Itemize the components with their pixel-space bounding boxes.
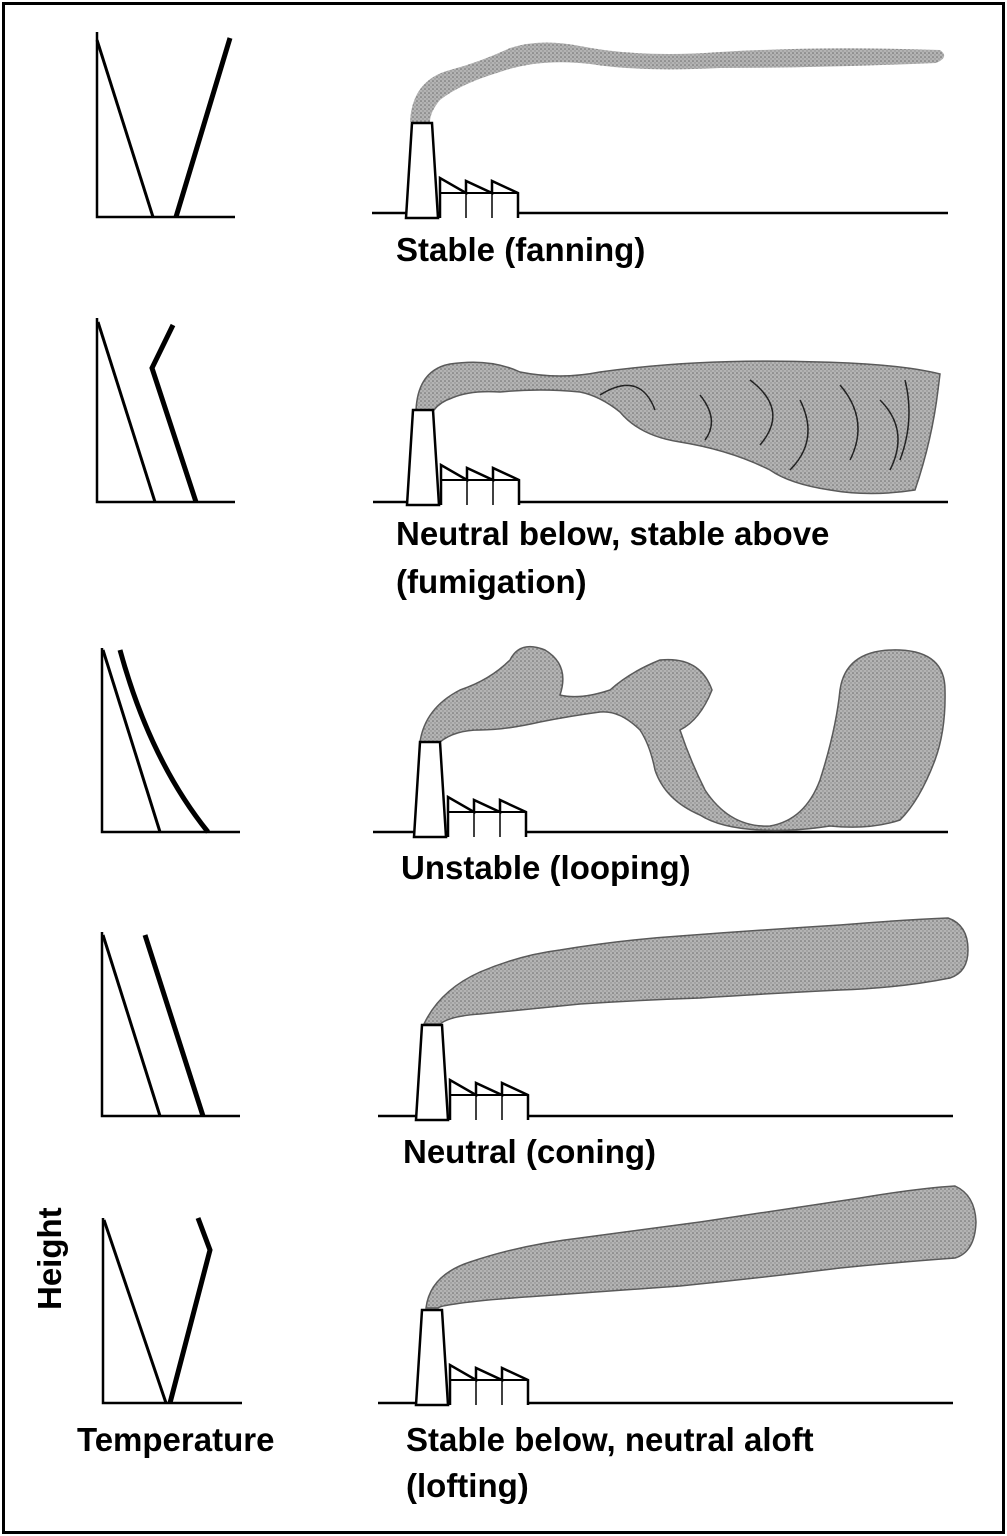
factory-icon [416, 1310, 528, 1405]
factory-icon [416, 1025, 528, 1120]
row-3-label: Unstable (looping) [401, 848, 691, 888]
temperature-axis-label: Temperature [77, 1420, 274, 1460]
row-3-profile [102, 648, 240, 832]
factory-icon [406, 123, 518, 218]
plume [424, 918, 968, 1024]
row-1-label: Stable (fanning) [396, 230, 645, 270]
plume [410, 42, 944, 122]
row-4-profile [102, 932, 240, 1116]
factory-icon [414, 742, 526, 837]
row-5-scene [378, 1186, 976, 1405]
row-5-profile [103, 1218, 242, 1403]
row-3-scene [373, 647, 948, 837]
row-2-label-line-1: Neutral below, stable above [396, 514, 829, 554]
row-2-scene [373, 361, 948, 505]
row-1-scene [372, 42, 948, 218]
row-5-label-line-2: (lofting) [406, 1466, 529, 1506]
row-2-label-line-2: (fumigation) [396, 562, 587, 602]
row-1-profile [97, 32, 235, 217]
height-axis-label: Height [30, 1190, 70, 1310]
row-4-scene [378, 918, 968, 1120]
row-2-profile [97, 318, 235, 502]
factory-icon [407, 410, 519, 505]
row-5-label-line-1: Stable below, neutral aloft [406, 1420, 814, 1460]
plume [426, 1186, 976, 1308]
row-4-label: Neutral (coning) [403, 1132, 656, 1172]
